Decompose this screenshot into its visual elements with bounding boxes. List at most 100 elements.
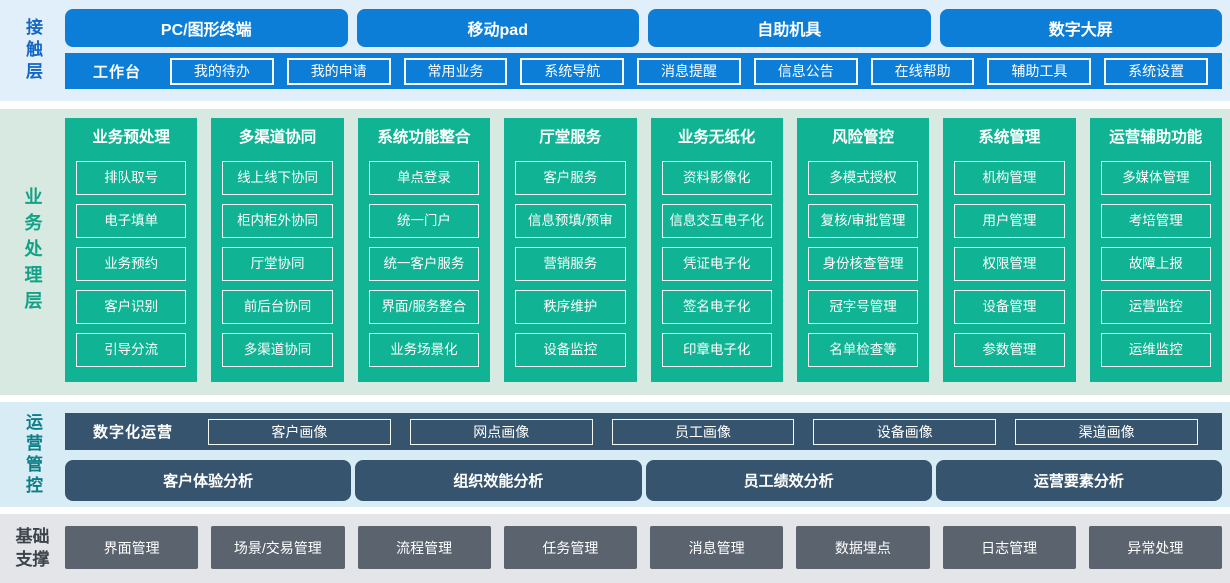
analysis-employee-performance: 员工绩效分析 <box>645 460 932 501</box>
foundation-items: 界面管理 场景/交易管理 流程管理 任务管理 消息管理 数据埋点 日志管理 异常… <box>65 514 1222 583</box>
contact-layer-content: PC/图形终端 移动pad 自助机具 数字大屏 工作台 我的待办 我的申请 常用… <box>65 0 1230 101</box>
foundation-layer-content: 界面管理 场景/交易管理 流程管理 任务管理 消息管理 数据埋点 日志管理 异常… <box>65 514 1230 583</box>
module-item: 设备管理 <box>954 290 1065 324</box>
module-item: 参数管理 <box>954 333 1065 367</box>
module-item: 签名电子化 <box>661 290 772 324</box>
terminal-row: PC/图形终端 移动pad 自助机具 数字大屏 <box>65 9 1222 47</box>
module-item: 权限管理 <box>954 247 1065 281</box>
column-operation-aux-functions: 运营辅助功能 多媒体管理 考培管理 故障上报 运营监控 运维监控 <box>1089 118 1222 382</box>
foundation-ui-management: 界面管理 <box>65 526 199 569</box>
column-title: 风险管控 <box>832 129 895 146</box>
operations-layer-rail: 运营管控 <box>0 402 65 507</box>
module-item: 客户识别 <box>76 290 187 324</box>
analysis-row: 客户体验分析 组织效能分析 员工绩效分析 运营要素分析 <box>65 460 1222 501</box>
column-title: 多渠道协同 <box>238 129 317 146</box>
workbench-item-online-help: 在线帮助 <box>870 57 975 85</box>
module-item: 印章电子化 <box>661 333 772 367</box>
module-item: 多媒体管理 <box>1100 161 1211 195</box>
foundation-process-management: 流程管理 <box>357 526 491 569</box>
portrait-customer: 客户画像 <box>208 418 391 445</box>
portrait-channel: 渠道画像 <box>1015 418 1198 445</box>
module-item: 用户管理 <box>954 204 1065 238</box>
terminal-digital-screen: 数字大屏 <box>939 9 1222 47</box>
module-item: 业务场景化 <box>368 333 480 367</box>
portrait-branch: 网点画像 <box>409 418 593 445</box>
module-item: 电子填单 <box>76 204 187 238</box>
module-item: 资料影像化 <box>661 161 772 195</box>
column-hall-service: 厅堂服务 客户服务 信息预填/预审 营销服务 秩序维护 设备监控 <box>504 118 637 382</box>
business-layer-rail: 业务处理层 <box>0 109 65 395</box>
column-title: 业务预处理 <box>92 129 170 146</box>
foundation-scene-transaction-management: 场景/交易管理 <box>211 526 345 569</box>
module-item: 业务预约 <box>76 247 187 281</box>
module-item: 信息预填/预审 <box>515 204 626 238</box>
column-risk-control: 风险管控 多模式授权 复核/审批管理 身份核查管理 冠字号管理 名单检查等 <box>796 118 930 382</box>
module-item: 前后台协同 <box>222 290 333 324</box>
module-item: 客户服务 <box>515 161 626 195</box>
foundation-log-management: 日志管理 <box>942 526 1076 569</box>
business-layer-band: 业务处理层 业务预处理 排队取号 电子填单 业务预约 客户识别 引导分流 多渠道… <box>0 109 1230 395</box>
workbench-item-message-alert: 消息提醒 <box>637 57 741 85</box>
business-layer-label: 业务处理层 <box>22 187 43 317</box>
column-business-preprocessing: 业务预处理 排队取号 电子填单 业务预约 客户识别 引导分流 <box>65 118 198 382</box>
module-item: 机构管理 <box>954 161 1065 195</box>
contact-layer-label: 接触层 <box>23 17 42 84</box>
module-item: 运维监控 <box>1100 333 1211 367</box>
operations-layer-content: 数字化运营 客户画像 网点画像 员工画像 设备画像 渠道画像 客户体验分析 组织… <box>65 402 1230 507</box>
contact-layer-rail: 接触层 <box>0 0 65 101</box>
foundation-layer-band: 基础支撑 界面管理 场景/交易管理 流程管理 任务管理 消息管理 数据埋点 日志… <box>0 514 1230 583</box>
foundation-message-management: 消息管理 <box>650 526 784 569</box>
module-item: 设备监控 <box>515 333 626 367</box>
module-item: 凭证电子化 <box>661 247 772 281</box>
module-item: 营销服务 <box>515 247 626 281</box>
module-item: 冠字号管理 <box>807 290 919 324</box>
column-title: 系统管理 <box>978 129 1041 146</box>
column-title: 厅堂服务 <box>539 129 602 146</box>
workbench-bar: 工作台 我的待办 我的申请 常用业务 系统导航 消息提醒 信息公告 在线帮助 辅… <box>65 53 1222 89</box>
column-title: 运营辅助功能 <box>1109 129 1203 146</box>
module-item: 秩序维护 <box>515 290 626 324</box>
foundation-task-management: 任务管理 <box>503 526 637 569</box>
column-title: 业务无纸化 <box>677 129 756 146</box>
module-item: 排队取号 <box>76 161 187 195</box>
workbench-item-navigation: 系统导航 <box>520 57 625 85</box>
column-system-management: 系统管理 机构管理 用户管理 权限管理 设备管理 参数管理 <box>943 118 1076 382</box>
terminal-self-service: 自助机具 <box>648 9 931 47</box>
analysis-customer-experience: 客户体验分析 <box>65 460 352 501</box>
module-columns: 业务预处理 排队取号 电子填单 业务预约 客户识别 引导分流 多渠道协同 线上线… <box>65 109 1222 395</box>
foundation-layer-label: 基础支撑 <box>15 526 50 569</box>
module-item: 统一门户 <box>368 204 480 238</box>
foundation-data-tracking: 数据埋点 <box>796 526 930 569</box>
module-item: 多渠道协同 <box>222 333 333 367</box>
workbench-item-todo: 我的待办 <box>170 57 274 85</box>
business-layer-content: 业务预处理 排队取号 电子填单 业务预约 客户识别 引导分流 多渠道协同 线上线… <box>65 109 1230 395</box>
column-system-integration: 系统功能整合 单点登录 统一门户 统一客户服务 界面/服务整合 业务场景化 <box>357 118 491 382</box>
workbench-item-notices: 信息公告 <box>753 57 858 85</box>
module-item: 柜内柜外协同 <box>222 204 333 238</box>
workbench-item-applications: 我的申请 <box>286 57 391 85</box>
analysis-operation-elements: 运营要素分析 <box>935 460 1222 501</box>
terminal-mobile-pad: 移动pad <box>356 9 639 47</box>
operations-layer-band: 运营管控 数字化运营 客户画像 网点画像 员工画像 设备画像 渠道画像 客户体验… <box>0 402 1230 507</box>
module-item: 运营监控 <box>1100 290 1211 324</box>
module-item: 多模式授权 <box>807 161 919 195</box>
module-item: 信息交互电子化 <box>661 204 772 238</box>
portrait-employee: 员工画像 <box>611 418 795 445</box>
module-item: 统一客户服务 <box>368 247 480 281</box>
module-item: 考培管理 <box>1100 204 1211 238</box>
column-paperless-business: 业务无纸化 资料影像化 信息交互电子化 凭证电子化 签名电子化 印章电子化 <box>650 118 783 382</box>
digital-operation-bar: 数字化运营 客户画像 网点画像 员工画像 设备画像 渠道画像 <box>65 413 1222 450</box>
operations-layer-label: 运营管控 <box>23 412 42 497</box>
workbench-label: 工作台 <box>93 63 142 81</box>
module-item: 引导分流 <box>76 333 187 367</box>
foundation-layer-rail: 基础支撑 <box>0 514 65 583</box>
workbench-item-common-business: 常用业务 <box>403 57 508 85</box>
portrait-device: 设备画像 <box>813 418 997 445</box>
module-item: 身份核查管理 <box>807 247 919 281</box>
module-item: 线上线下协同 <box>222 161 333 195</box>
digital-operation-label: 数字化运营 <box>93 424 174 441</box>
column-multichannel-collaboration: 多渠道协同 线上线下协同 柜内柜外协同 厅堂协同 前后台协同 多渠道协同 <box>211 118 344 382</box>
contact-layer-band: 接触层 PC/图形终端 移动pad 自助机具 数字大屏 工作台 我的待办 我的申… <box>0 0 1230 101</box>
foundation-exception-handling: 异常处理 <box>1088 526 1222 569</box>
